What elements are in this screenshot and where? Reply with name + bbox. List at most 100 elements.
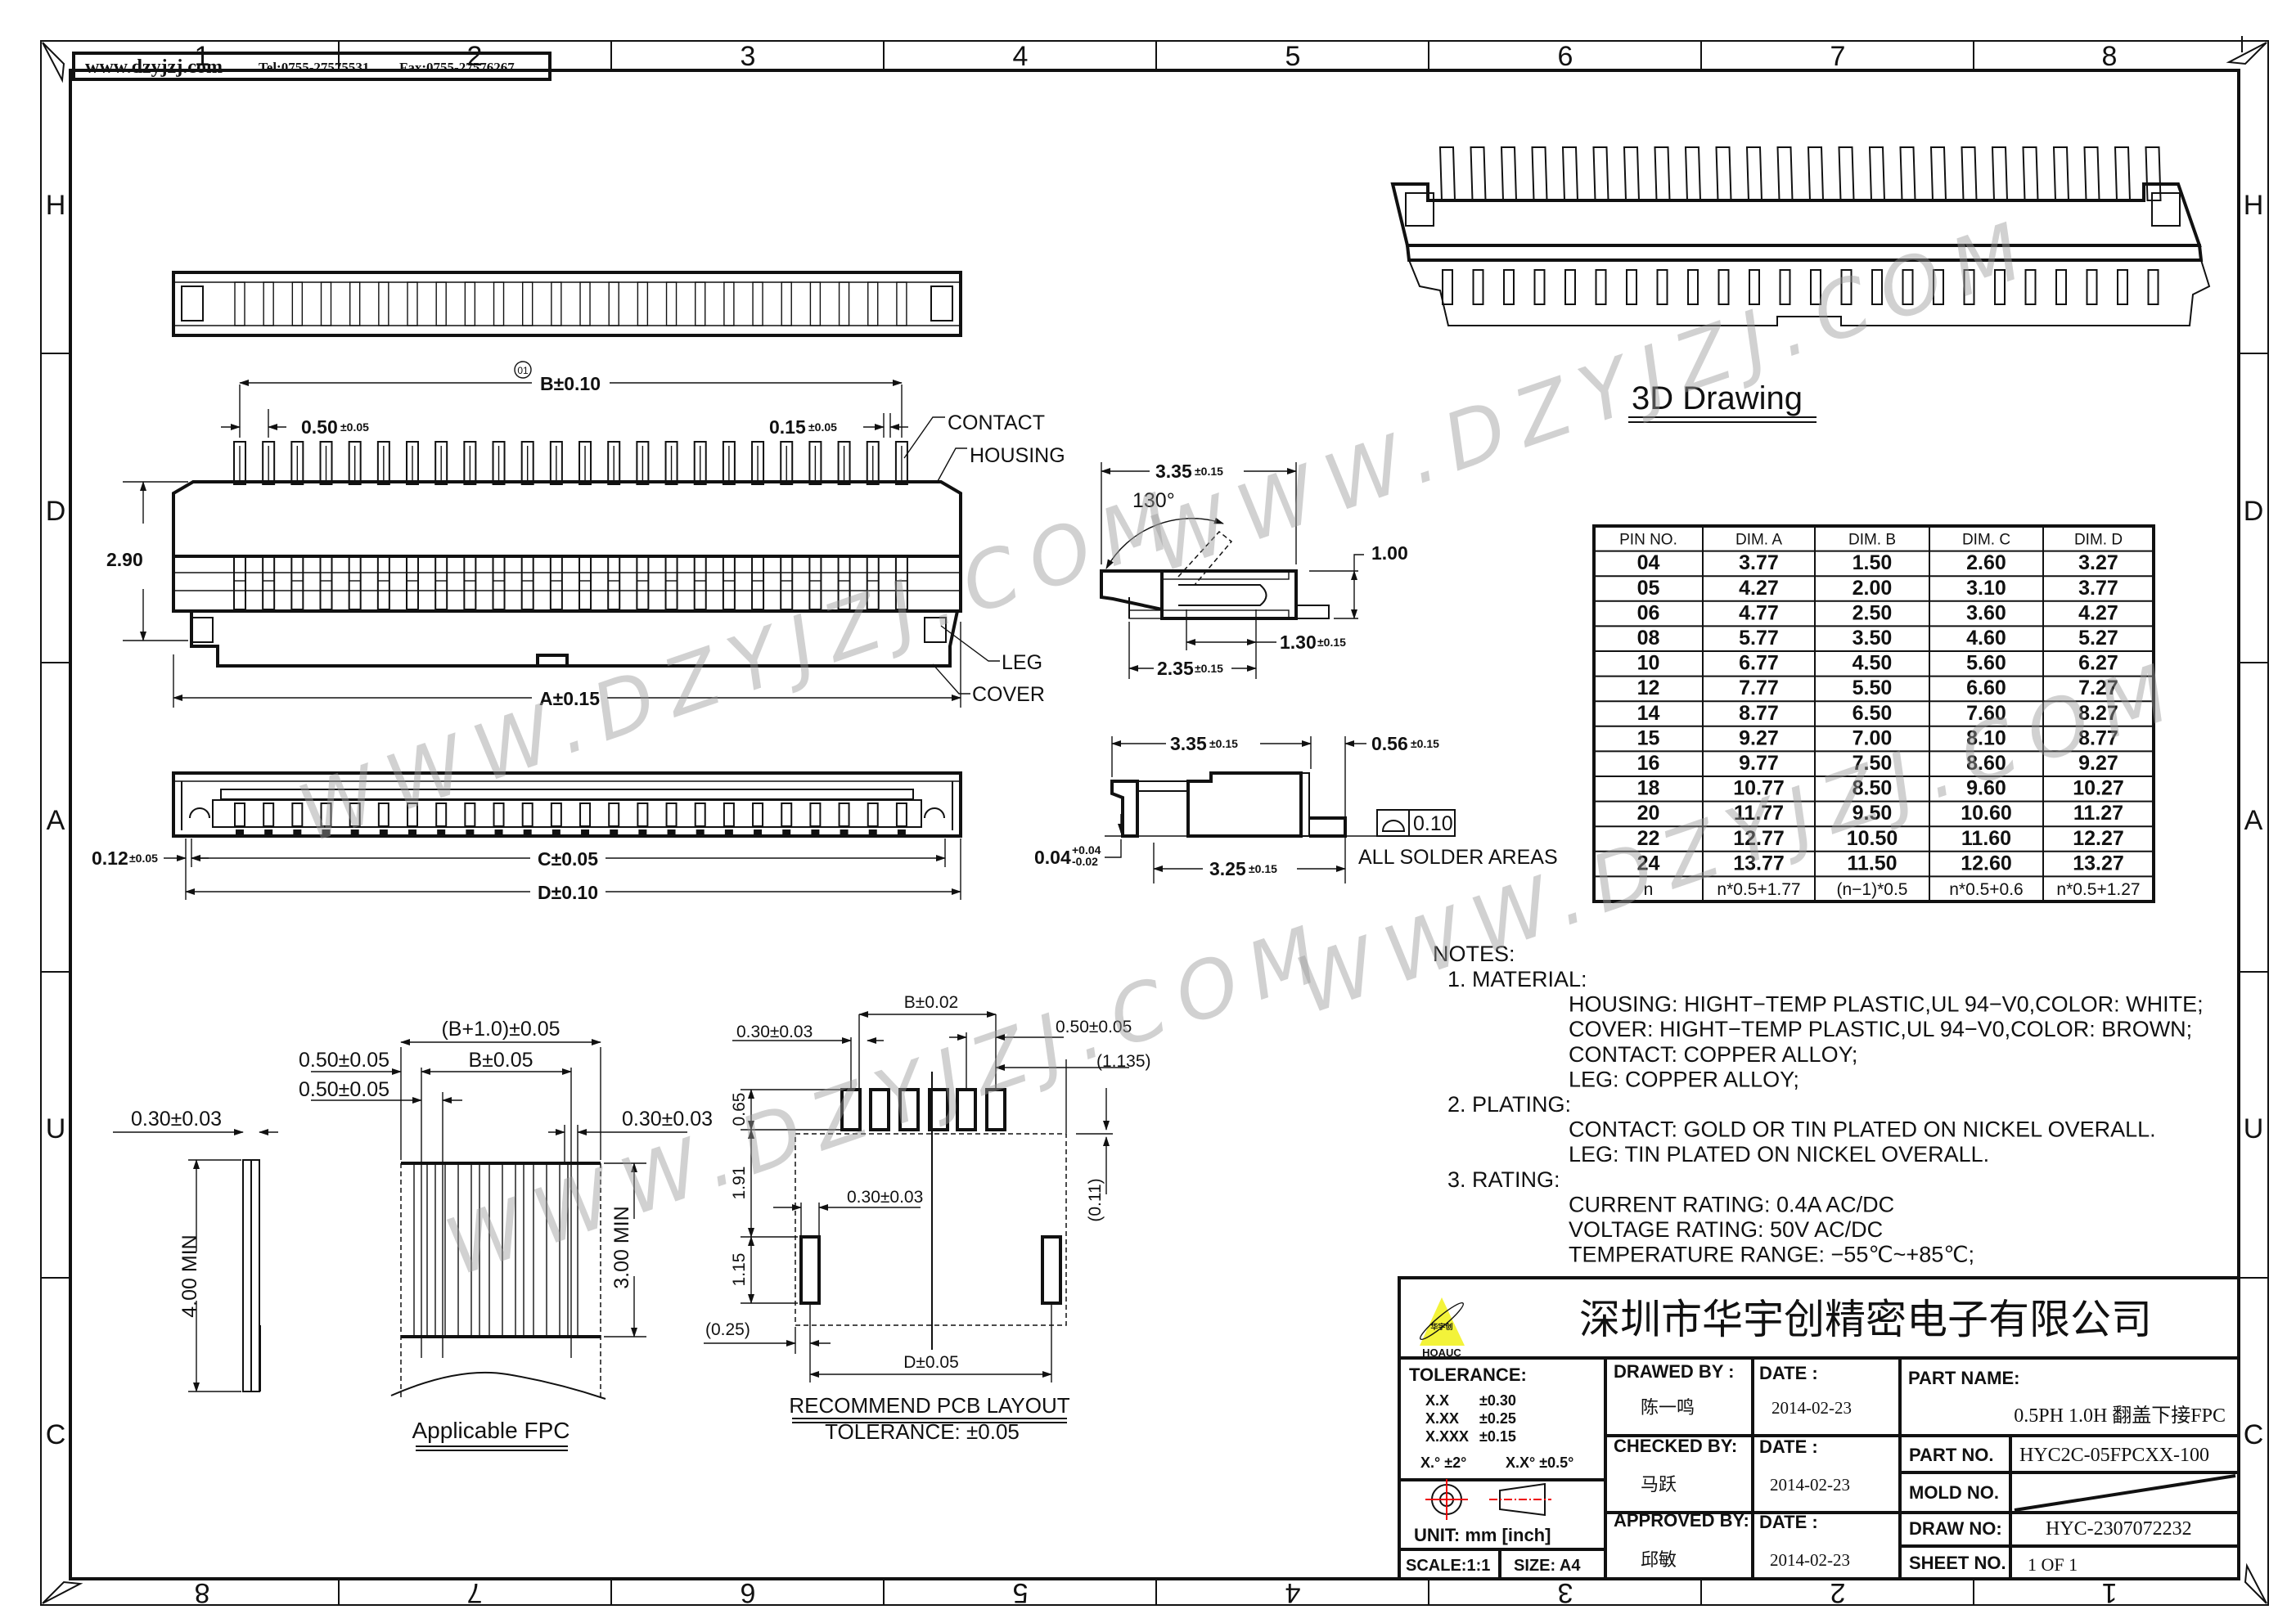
bottom-view-contact — [723, 803, 735, 827]
zone-column-label: 7 — [1830, 41, 1846, 72]
3d-contact-pin — [2052, 146, 2070, 201]
top-view-contact — [752, 281, 763, 326]
bottom-view-solder-tail — [408, 829, 417, 834]
table-cell: 5.60 — [1966, 652, 2006, 675]
bottom-view-solder-tail — [696, 829, 705, 834]
top-view-contact — [781, 281, 792, 326]
3d-contact-tail — [1717, 269, 1730, 305]
3d-contact-pin — [1592, 146, 1609, 201]
fpc-thickness: 0.30±0.03 — [131, 1108, 222, 1131]
contact-pin-lower — [751, 555, 765, 610]
contact-pin — [894, 441, 908, 485]
table-cell: 5.77 — [1739, 627, 1779, 650]
top-view-contact — [378, 281, 389, 326]
table-cell: n*0.5+0.6 — [1949, 880, 2024, 899]
contact-pin-lower — [780, 555, 794, 610]
orientation-triangle-icon — [2226, 36, 2267, 65]
contact-pin-lower — [319, 555, 333, 610]
unit-label: UNIT: mm [inch] — [1414, 1525, 1551, 1545]
bottom-view-solder-tail — [322, 829, 331, 834]
table-header-cell: DIM. A — [1736, 532, 1782, 549]
note-line: 2. PLATING: — [1447, 1092, 1571, 1117]
bottom-view-contact — [234, 803, 245, 827]
zone-column-label: 1 — [2102, 1577, 2118, 1608]
note-line: COVER: HIGHT−TEMP PLASTIC,UL 94−V0,COLOR… — [1569, 1017, 2192, 1041]
offset-dimension: 0.12 — [92, 847, 128, 869]
table-cell: n — [1644, 880, 1654, 899]
contact-pin-lower — [406, 555, 420, 610]
bottom-view-solder-tail — [236, 829, 244, 834]
fpc-caption: Applicable FPC — [412, 1418, 570, 1443]
fpc-trace — [523, 1162, 534, 1338]
zone-row-label: D — [2244, 496, 2264, 527]
table-cell: 11.50 — [1847, 852, 1897, 874]
date-checked: 2014-02-23 — [1770, 1475, 1850, 1495]
table-cell: 14 — [1637, 702, 1660, 725]
bottom-view-contact — [809, 803, 822, 827]
bottom-view-contact — [752, 803, 764, 827]
bottom-view-solder-tail — [551, 829, 560, 834]
3d-contact-tail — [1442, 269, 1453, 305]
draw-no-label: DRAW NO: — [1909, 1518, 2002, 1539]
3d-contact-pin — [1470, 146, 1487, 201]
fpc-trace — [457, 1162, 472, 1338]
pitch-tolerance: ±0.05 — [340, 420, 369, 434]
top-view-contact — [263, 281, 274, 326]
bottom-view-contact — [263, 803, 275, 827]
table-cell: 5.50 — [1853, 677, 1893, 699]
table-cell: 9.27 — [2078, 752, 2118, 775]
top-view-contact — [608, 281, 619, 326]
first-angle-projection-icon — [1425, 1479, 1551, 1520]
3d-contact-pin — [2145, 146, 2162, 201]
table-cell: 11.27 — [2073, 802, 2123, 825]
fpc-total-width: (B+1.0)±0.05 — [441, 1018, 560, 1041]
bottom-view-solder-tail — [754, 829, 763, 834]
pcb-layout: B±0.02 0.30±0.03 0.50±0.05 (1.135) 0.65 … — [704, 993, 1151, 1444]
table-cell: 4.60 — [1966, 627, 2006, 650]
fax-text: Fax:0755-27576267 — [399, 60, 515, 75]
bottom-view-solder-tail — [724, 829, 733, 834]
offset-tolerance: ±0.05 — [129, 852, 158, 865]
pcb-ref-1135: (1.135) — [1096, 1052, 1151, 1071]
note-line: VOLTAGE RATING: 50V AC/DC — [1569, 1217, 1883, 1242]
standoff: 0.04 — [1034, 847, 1071, 868]
bottom-view-solder-tail — [523, 829, 532, 834]
zone-column-label: 1 — [195, 41, 210, 72]
zone-column-label: 3 — [1558, 1577, 1573, 1608]
contact-pin — [664, 441, 678, 485]
open-height: 1.00 — [1371, 542, 1408, 564]
table-cell: 8.50 — [1853, 777, 1893, 800]
coplanarity-frame — [1376, 809, 1456, 837]
3d-contact-pin — [1561, 146, 1579, 201]
table-cell: 16 — [1637, 752, 1660, 775]
pcb-tolerance: TOLERANCE: ±0.05 — [825, 1419, 1020, 1444]
table-cell: 3.77 — [1739, 551, 1779, 574]
table-cell: 12.60 — [1961, 852, 2012, 874]
table-cell: 24 — [1637, 852, 1660, 874]
table-cell: 8.27 — [2078, 702, 2118, 725]
profile-surface-icon — [1381, 820, 1406, 832]
table-cell: 6.27 — [2078, 652, 2118, 675]
table-cell: 10.60 — [1961, 802, 2012, 825]
fpc-contact-length: 3.00 MIN — [610, 1206, 633, 1288]
cover-label: COVER — [972, 683, 1045, 706]
lead-length-tol: ±0.15 — [1411, 737, 1439, 750]
zone-column-label: 2 — [467, 41, 483, 72]
zone-row-label: H — [2244, 190, 2264, 221]
bottom-view-contact — [550, 803, 562, 827]
bottom-view-contact — [407, 803, 419, 827]
table-cell: 08 — [1637, 627, 1660, 650]
contact-pin-lower — [607, 555, 621, 610]
3d-contact-pin — [1654, 146, 1671, 201]
contact-pin — [348, 441, 362, 485]
top-view-contact — [493, 281, 505, 326]
standoff-tol-minus: -0.02 — [1072, 855, 1098, 868]
3d-contact-tail — [1902, 269, 1914, 305]
zone-row-label: U — [2244, 1113, 2264, 1144]
3d-drawing-label: 3D Drawing — [1632, 380, 1803, 416]
contact-pin-lower — [866, 555, 880, 610]
table-cell: 10.50 — [1847, 827, 1898, 850]
